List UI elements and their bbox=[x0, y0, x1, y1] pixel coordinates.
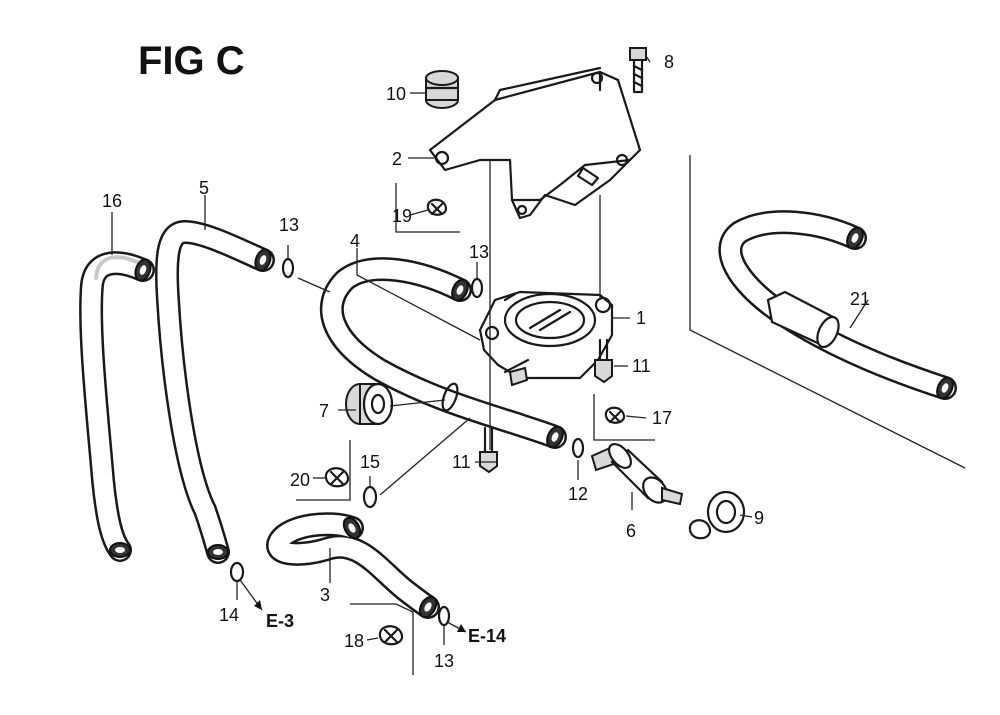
group-brackets bbox=[296, 183, 655, 675]
callout-11-lower: 11 bbox=[452, 452, 471, 472]
rubber-mount-10 bbox=[424, 70, 460, 109]
clip-20 bbox=[324, 467, 350, 488]
callout-2: 2 bbox=[392, 149, 402, 169]
inset-frame bbox=[689, 155, 966, 469]
callout-12: 12 bbox=[568, 484, 588, 504]
hose-16 bbox=[79, 251, 155, 562]
callout-9: 9 bbox=[754, 508, 764, 528]
callout-8: 8 bbox=[664, 52, 674, 72]
bolt-8 bbox=[629, 47, 647, 94]
reference-e3: E-3 bbox=[266, 611, 294, 631]
reference-arrows bbox=[239, 579, 467, 633]
clip-18 bbox=[378, 625, 404, 646]
callout-17: 17 bbox=[652, 408, 672, 428]
callout-18: 18 bbox=[344, 631, 364, 651]
callout-3: 3 bbox=[320, 585, 330, 605]
fuel-filter bbox=[590, 443, 684, 506]
callout-13-top-right: 13 bbox=[469, 242, 489, 262]
callout-13-bottom: 13 bbox=[434, 651, 454, 671]
screw-11-lower bbox=[479, 426, 498, 474]
callout-1: 1 bbox=[636, 308, 646, 328]
callout-10: 10 bbox=[386, 84, 406, 104]
callout-20: 20 bbox=[290, 470, 310, 490]
screw-11-upper bbox=[594, 338, 613, 384]
callout-15: 15 bbox=[360, 452, 380, 472]
ring-9 bbox=[688, 490, 746, 540]
grommet-7 bbox=[345, 382, 394, 426]
hose-21 bbox=[718, 210, 957, 400]
leader-lines bbox=[111, 55, 869, 645]
fuel-pump bbox=[478, 290, 614, 387]
reference-e14: E-14 bbox=[468, 626, 506, 646]
callout-5: 5 bbox=[199, 178, 209, 198]
callout-7: 7 bbox=[319, 401, 329, 421]
callout-6: 6 bbox=[626, 521, 636, 541]
figure-title: FIG C bbox=[138, 39, 245, 83]
callout-11-upper: 11 bbox=[632, 356, 651, 376]
fuel-pump-bracket bbox=[428, 66, 642, 220]
hose-clips bbox=[229, 257, 585, 627]
clip-19 bbox=[426, 198, 448, 216]
callout-4: 4 bbox=[350, 231, 360, 251]
callout-19: 19 bbox=[392, 206, 412, 226]
callout-14: 14 bbox=[219, 605, 239, 625]
callout-13-top-left: 13 bbox=[279, 215, 299, 235]
hose-5 bbox=[154, 220, 275, 564]
clip-17 bbox=[604, 406, 626, 424]
callout-16: 16 bbox=[102, 191, 122, 211]
callout-21: 21 bbox=[850, 289, 870, 309]
hose-4 bbox=[319, 257, 567, 449]
